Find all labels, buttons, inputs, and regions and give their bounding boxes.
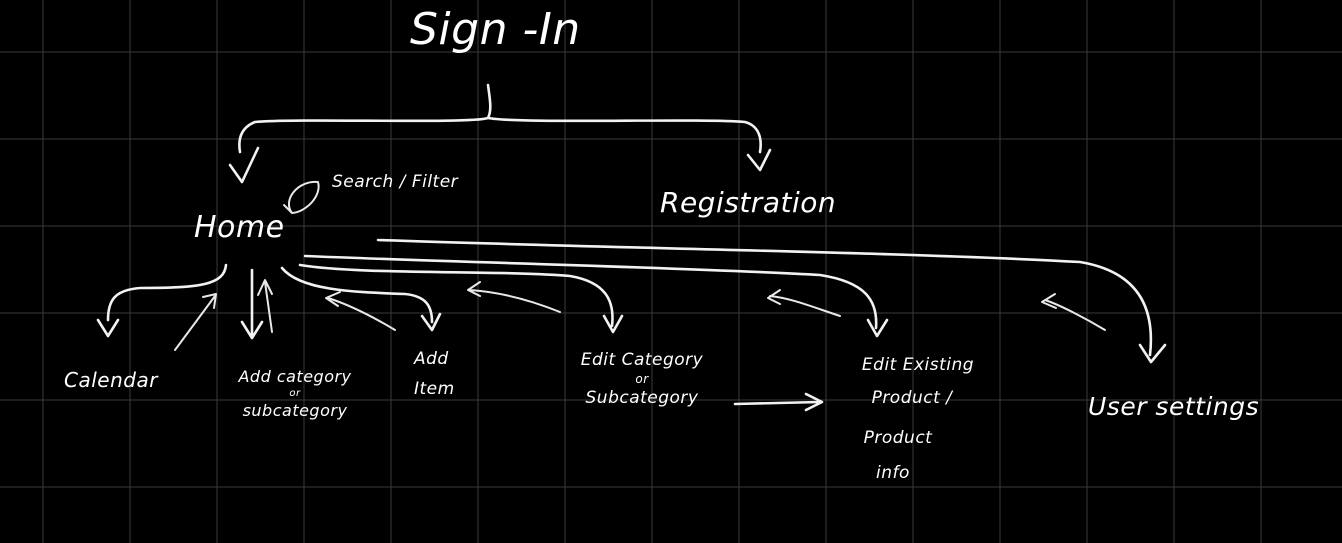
add-category-node: Add category or subcategory xyxy=(230,366,360,422)
edit-category-line1: Edit Category xyxy=(580,350,704,370)
edit-category-line2: or xyxy=(635,372,649,386)
edit-category-line3: Subcategory xyxy=(585,388,699,408)
arrow-home-editcat xyxy=(298,263,624,334)
signin-brace xyxy=(238,83,762,154)
arrow-usersettings-home xyxy=(1041,293,1106,331)
arrow-addcat-home xyxy=(257,279,273,333)
user-settings-node: User settings xyxy=(1088,392,1260,421)
arrow-editcat-home xyxy=(467,281,561,313)
arrow-home-usersettings xyxy=(376,238,1167,364)
edit-product-line3: Product xyxy=(863,428,933,448)
edit-category-node: Edit Category or Subcategory xyxy=(562,348,722,410)
arrow-home-additem xyxy=(280,266,442,332)
calendar-node: Calendar xyxy=(64,368,158,392)
add-category-line3: subcategory xyxy=(242,401,348,420)
arrow-editcat-editproduct xyxy=(733,392,824,412)
arrow-additem-home xyxy=(325,291,396,331)
search-loop xyxy=(283,180,320,214)
add-category-line1: Add category xyxy=(238,367,352,386)
add-item-line2: Item xyxy=(414,379,455,399)
edit-product-line2: Product / xyxy=(871,388,953,408)
edit-product-node: Edit Existing Product / Product info xyxy=(838,352,998,488)
edit-product-line4: info xyxy=(876,463,910,483)
arrow-home-addcat xyxy=(240,268,264,340)
arrow-to-registration-head xyxy=(746,148,772,172)
search-filter-label: Search / Filter xyxy=(332,172,459,192)
home-node: Home xyxy=(194,210,285,245)
add-item-line1: Add xyxy=(414,349,449,369)
arrow-editproduct-home xyxy=(767,289,841,317)
arrow-calendar-home xyxy=(174,293,217,351)
arrow-to-home-head xyxy=(228,146,260,184)
add-item-node: Add Item xyxy=(414,344,455,404)
add-category-line2: or xyxy=(289,388,301,399)
registration-node: Registration xyxy=(660,186,837,219)
arrow-home-calendar xyxy=(106,263,228,322)
arrow-home-editproduct xyxy=(303,254,889,338)
signin-title: Sign -In xyxy=(410,4,581,55)
arrow-home-calendar-head xyxy=(96,318,120,338)
edit-product-line1: Edit Existing xyxy=(861,355,975,375)
